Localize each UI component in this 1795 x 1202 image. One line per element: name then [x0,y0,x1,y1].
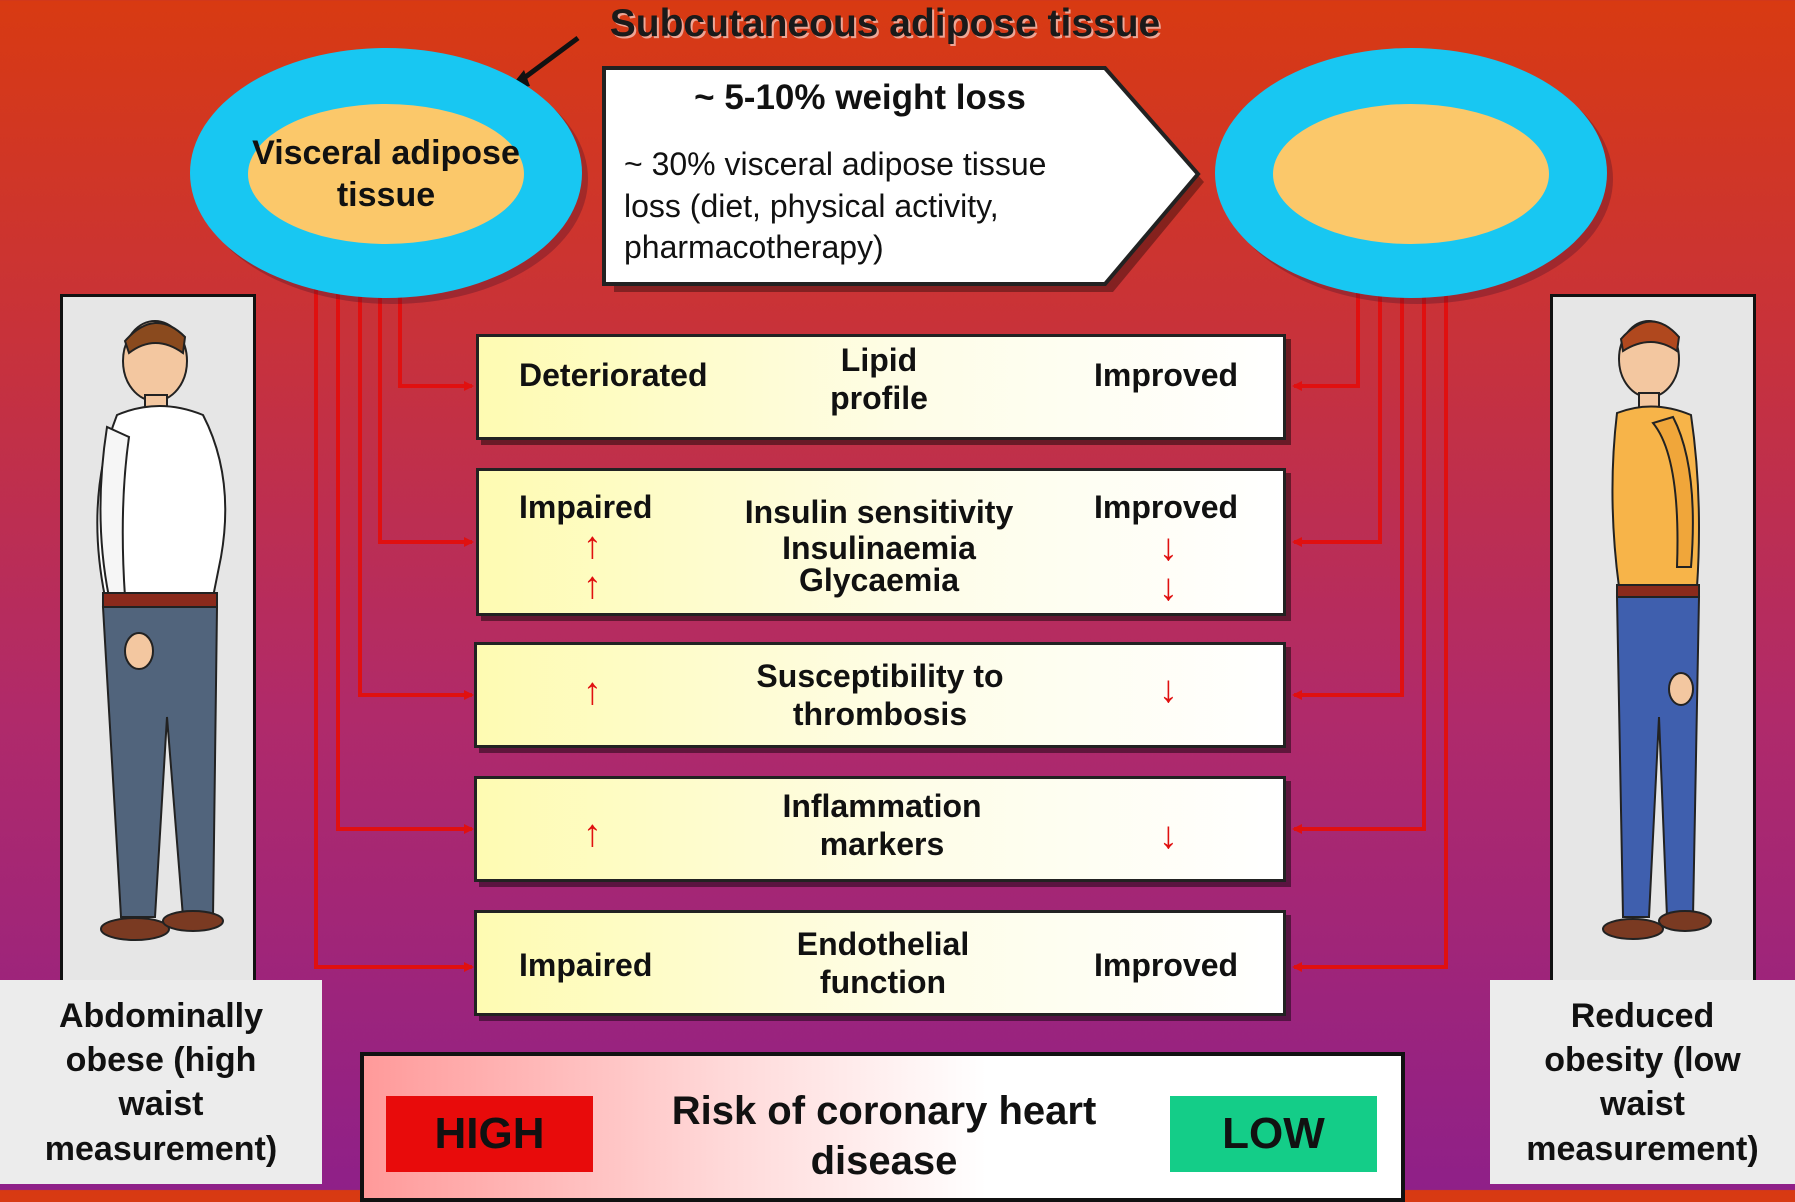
left-connector [360,282,472,695]
reduced-visceral-ellipse [1273,104,1549,244]
inflammation-up-arrow: ↑ [583,815,602,853]
row-inflammation: ↑ Inflammation markers ↓ [474,776,1286,882]
thrombosis-center-label: Susceptibility to thrombosis [717,657,1043,734]
lipid-right-label: Improved [1094,357,1238,394]
high-risk-badge: HIGH [386,1096,593,1172]
row-insulin-sensitivity: Impaired ↑ ↑ Insulin sensitivity Insulin… [476,468,1286,616]
left-figure-frame [60,294,256,984]
insulinaemia-down-arrow: ↓ [1159,529,1178,567]
visceral-label: Visceral adipose tissue [248,104,524,244]
insulin-center-label: Insulin sensitivity [719,493,1039,531]
row-thrombosis: ↑ Susceptibility to thrombosis ↓ [474,642,1286,748]
insulin-left-label: Impaired [519,489,652,526]
risk-panel: HIGH Risk of coronary heart disease LOW [360,1052,1405,1202]
left-connector [380,282,472,542]
visceral-ellipse: Visceral adipose tissue [248,104,524,244]
weight-loss-heading: ~ 5-10% weight loss [640,78,1080,118]
low-risk-badge: LOW [1170,1096,1377,1172]
left-connector [400,282,472,386]
weight-loss-body: ~ 30% visceral adipose tissue loss (diet… [624,144,1104,269]
row-endothelial-function: Impaired Endothelial function Improved [474,910,1286,1016]
risk-text: Risk of coronary heart disease [664,1086,1104,1186]
glycaemia-label: Glycaemia [759,561,999,599]
glycaemia-down-arrow: ↓ [1159,569,1178,607]
right-connector [1294,282,1358,386]
endothelial-left-label: Impaired [519,947,652,984]
lipid-center-label: Lipid profile [799,341,959,418]
right-figure-frame [1550,294,1756,984]
lipid-left-label: Deteriorated [519,357,708,394]
endothelial-center-label: Endothelial function [747,925,1019,1002]
obese-man-figure [63,297,253,981]
thrombosis-up-arrow: ↑ [583,673,602,711]
insulinaemia-up-arrow: ↑ [583,527,602,565]
subcutaneous-title: Subcutaneous adipose tissue [560,2,1210,46]
inflammation-center-label: Inflammation markers [737,787,1027,864]
right-connector [1294,282,1402,695]
glycaemia-up-arrow: ↑ [583,567,602,605]
slim-man-figure [1553,297,1753,981]
left-adipose-ellipse: Visceral adipose tissue [190,48,582,298]
endothelial-right-label: Improved [1094,947,1238,984]
row-lipid-profile: Deteriorated Lipid profile Improved [476,334,1286,440]
right-adipose-ellipse [1215,48,1607,298]
inflammation-down-arrow: ↓ [1159,817,1178,855]
insulin-right-label: Improved [1094,489,1238,526]
right-caption: Reduced obesity (low waist measurement) [1490,980,1795,1184]
thrombosis-down-arrow: ↓ [1159,671,1178,709]
right-connector [1294,282,1380,542]
left-caption: Abdominally obese (high waist measuremen… [0,980,322,1184]
